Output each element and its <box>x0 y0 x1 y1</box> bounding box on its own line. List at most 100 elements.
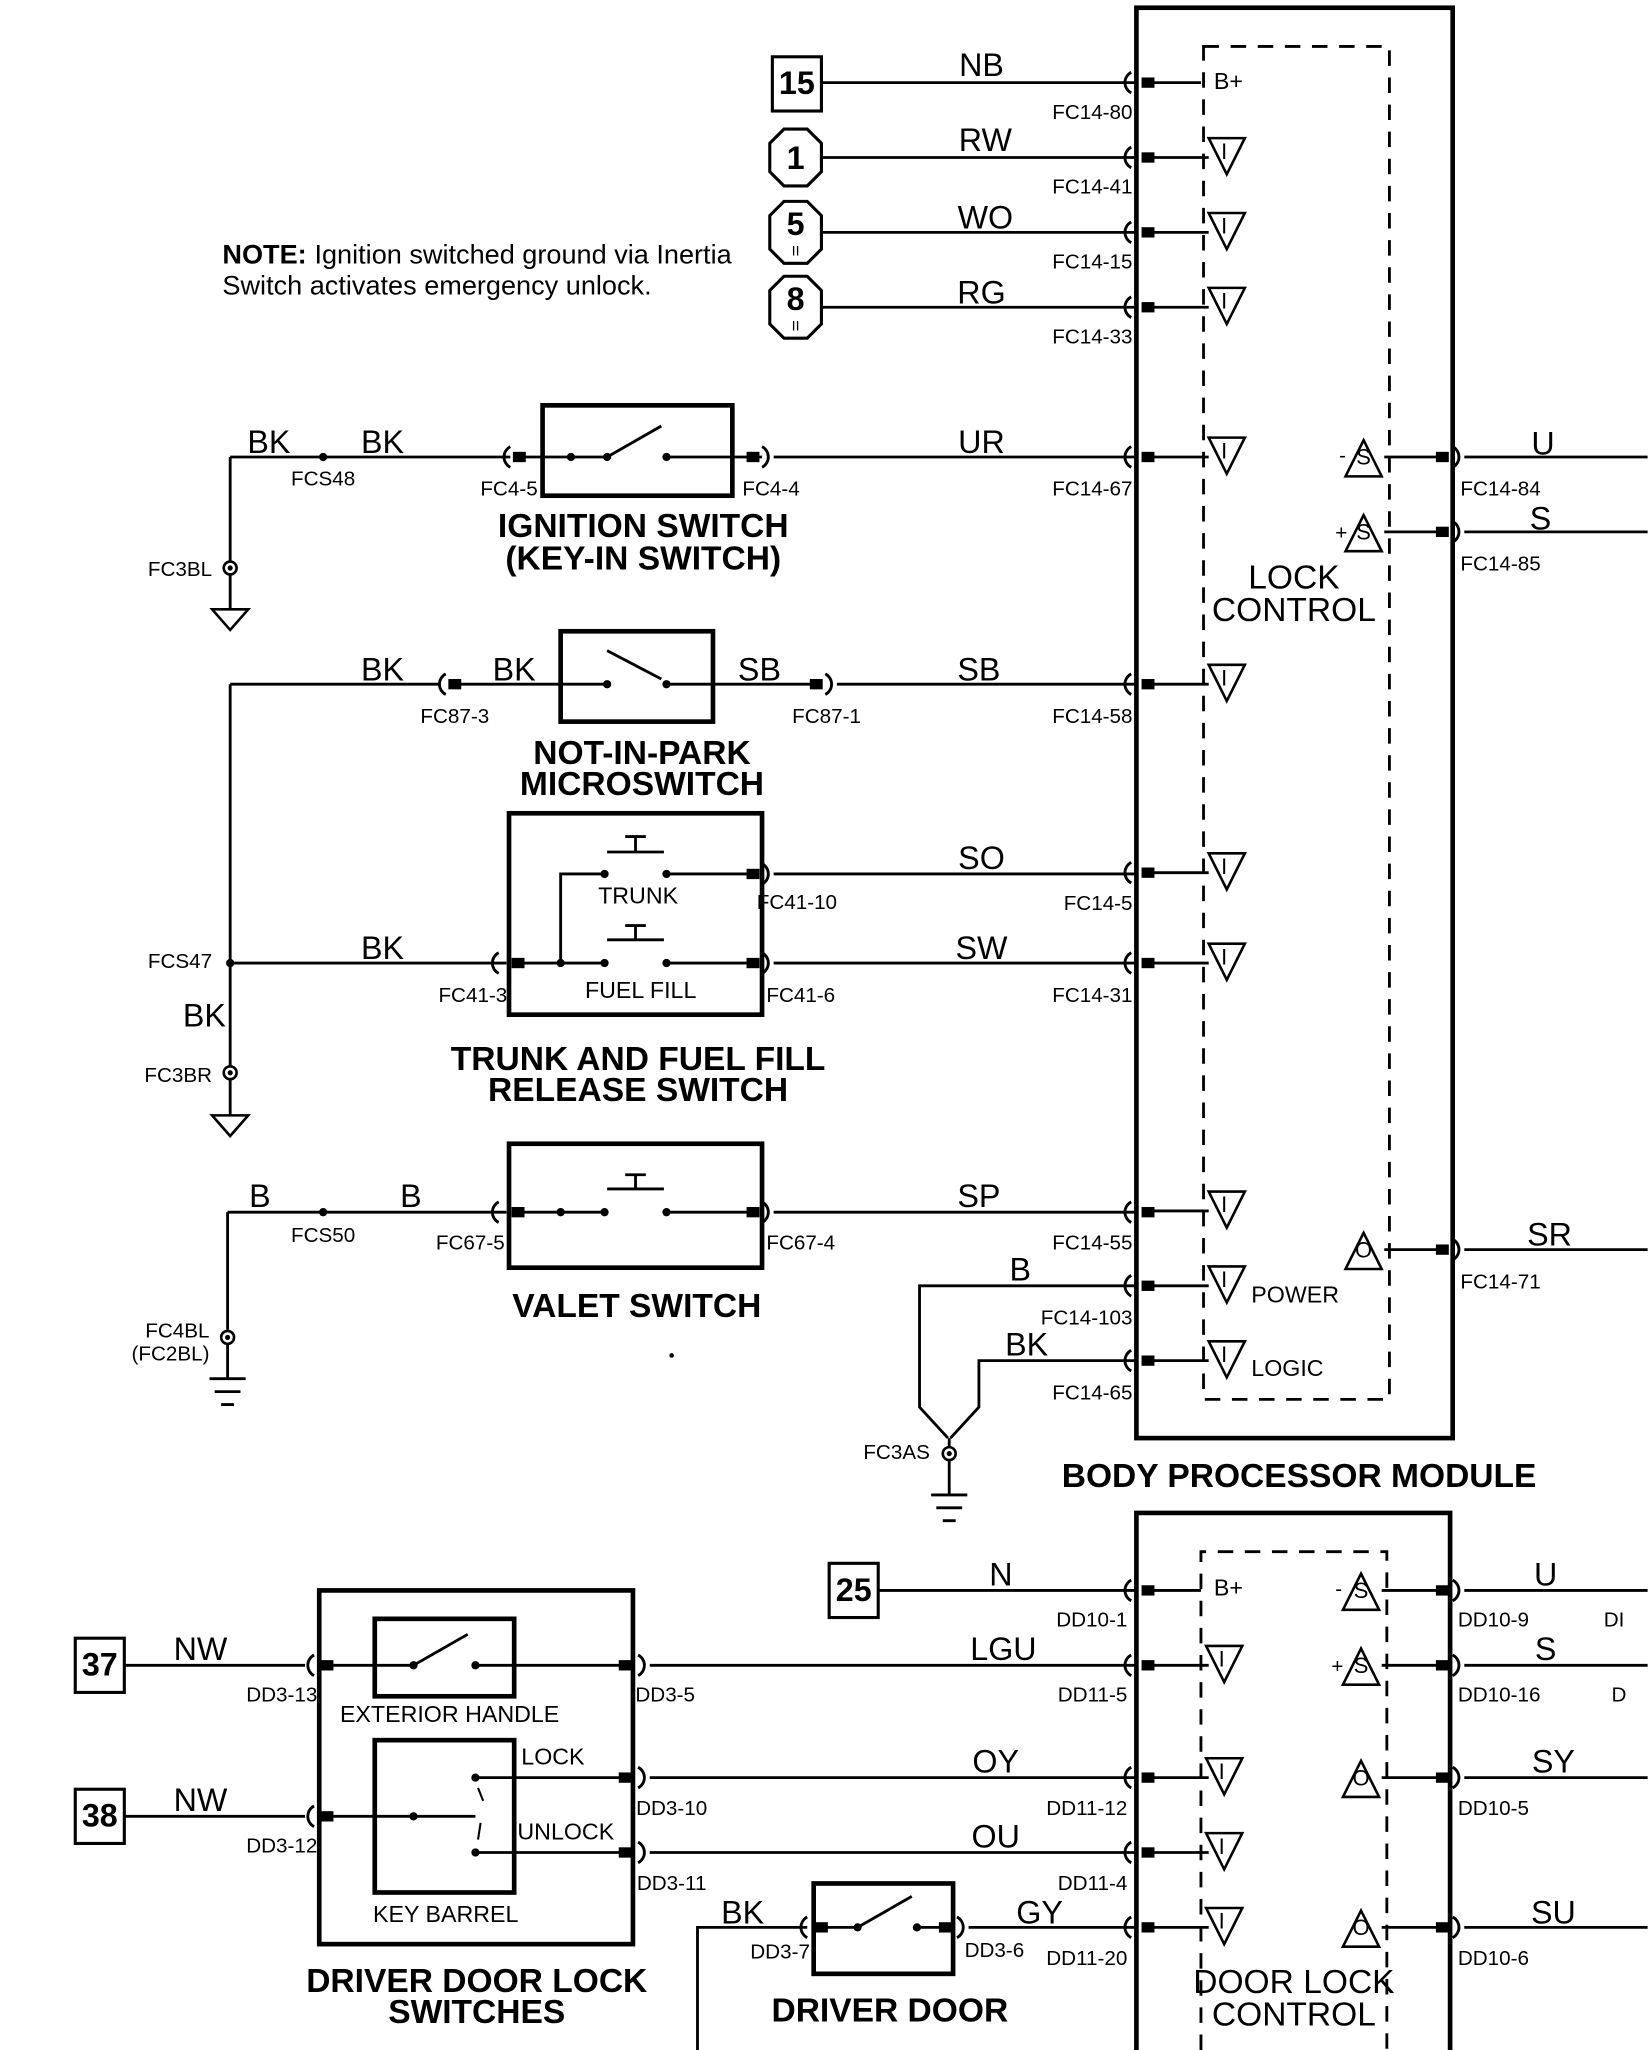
exterior-handle-label: EXTERIOR HANDLE <box>340 1701 559 1727</box>
wire-bk: BK <box>247 424 291 460</box>
bpm-internal-leads <box>1146 81 1209 1363</box>
ref-box-15 <box>770 55 823 113</box>
ref-37: 37 <box>82 1647 118 1683</box>
input-symbol: I <box>1219 1909 1225 1934</box>
ref-octagon-1 <box>768 127 823 188</box>
trunk-fuel-label-2: RELEASE SWITCH <box>488 1072 788 1109</box>
lock-control-boundary <box>1202 45 1391 1401</box>
pin-dd10-16: DD10-16 <box>1458 1683 1541 1706</box>
wire-u: U <box>1531 425 1554 461</box>
pin-fc41-10: FC41-10 <box>757 891 837 914</box>
ref-15: 15 <box>779 65 815 101</box>
pin-fc67-5: FC67-5 <box>436 1232 505 1255</box>
trunk-label: TRUNK <box>598 883 678 909</box>
pin-dd11-4: DD11-4 <box>1058 1872 1128 1895</box>
pin-cut-d: D <box>1611 1683 1626 1706</box>
wire-sw: SW <box>956 930 1009 966</box>
wire-ur: UR <box>958 424 1005 460</box>
ref-25: 25 <box>836 1572 872 1608</box>
pin-dd3-7: DD3-7 <box>750 1940 810 1963</box>
wire-sr: SR <box>1527 1217 1572 1253</box>
door-lock-control-label-2: CONTROL <box>1212 1996 1376 2033</box>
switched-output-symbol: S <box>1356 520 1371 545</box>
input-symbol: I <box>1219 1647 1225 1672</box>
pin-dd10-5: DD10-5 <box>1458 1797 1529 1820</box>
ignition-switch-label-1: IGNITION SWITCH <box>498 508 789 545</box>
wire-wo: WO <box>958 199 1014 235</box>
roman-ii: II <box>792 318 800 334</box>
wire-ou: OU <box>971 1818 1019 1854</box>
bpm-pins: U S SR FC14-84 FC14-85 FC14-71 <box>1123 71 1648 1373</box>
power-logic-ground: B BK FC14-103 FC14-65 FC3AS <box>863 1252 1137 1523</box>
bpm-title: BODY PROCESSOR MODULE <box>1062 1458 1537 1495</box>
pin-cut-di: DI <box>1604 1609 1625 1632</box>
wire-so: SO <box>958 840 1005 876</box>
pin-dd11-5: DD11-5 <box>1058 1683 1128 1706</box>
wire-b: B <box>249 1178 271 1214</box>
wire-bk: BK <box>361 651 405 687</box>
pin-fc4-4: FC4-4 <box>742 478 799 501</box>
wire-bk: BK <box>361 424 405 460</box>
exterior-handle-box <box>372 1616 517 1699</box>
pin-dd3-10: DD3-10 <box>636 1797 707 1820</box>
pin-dd3-5: DD3-5 <box>635 1683 695 1706</box>
bpm-outline <box>1134 5 1456 1441</box>
input-symbol: I <box>1219 1759 1225 1784</box>
wire-rg: RG <box>957 274 1005 310</box>
pin-fc14-5: FC14-5 <box>1064 892 1133 915</box>
pin-dd11-12: DD11-12 <box>1046 1797 1127 1820</box>
wire-nw: NW <box>174 1631 228 1667</box>
ref-box-37 <box>73 1636 126 1694</box>
pin-dd10-1: DD10-1 <box>1056 1609 1127 1632</box>
driver-door-lock-switches: 37 NW DD3-13 38 NW DD3-12 EXTERIOR HANDL… <box>73 1588 1137 2031</box>
pin-fc14-71: FC14-71 <box>1460 1270 1540 1293</box>
pin-fc3as: FC3AS <box>863 1441 930 1464</box>
output-symbol: O <box>1355 1237 1372 1262</box>
ignition-switch-box <box>540 403 735 499</box>
output-symbol: O <box>1352 1915 1369 1940</box>
ref-octagon-5 <box>768 199 823 265</box>
pin-fc2bl: (FC2BL) <box>132 1343 210 1366</box>
not-in-park-label-2: MICROSWITCH <box>520 766 764 803</box>
input-symbol: I <box>1221 214 1227 239</box>
pin-dd11-20: DD11-20 <box>1046 1947 1127 1970</box>
pin-fc14-80: FC14-80 <box>1052 101 1132 124</box>
wire-b: B <box>1009 1252 1031 1288</box>
input-symbol: I <box>1221 944 1227 969</box>
pin-fc14-31: FC14-31 <box>1052 984 1132 1007</box>
pin-fc14-33: FC14-33 <box>1052 325 1132 348</box>
wire-b: B <box>400 1178 422 1214</box>
wire-sb: SB <box>738 651 781 687</box>
fuel-fill-label: FUEL FILL <box>585 977 696 1003</box>
pin-fc3br: FC3BR <box>144 1064 212 1087</box>
trunk-fuel-circuit: FCS47 BK BK FC3BR FC41-3 TRUNK FUEL FILL… <box>144 810 1137 1138</box>
door-lock-control-boundary <box>1199 1550 1389 2050</box>
wire-s: S <box>1535 1631 1557 1667</box>
pin-fc41-3: FC41-3 <box>438 984 507 1007</box>
input-symbol: I <box>1221 438 1227 463</box>
pin-dd3-13: DD3-13 <box>246 1683 317 1706</box>
roman-ii: II <box>792 244 800 260</box>
input-symbol: I <box>1221 1267 1227 1292</box>
wire-lgu: LGU <box>970 1631 1036 1667</box>
unlock-label: UNLOCK <box>517 1819 614 1845</box>
pin-fc14-85: FC14-85 <box>1460 553 1540 576</box>
input-symbol: I <box>1221 1342 1227 1367</box>
pin-dd3-6: DD3-6 <box>965 1939 1025 1962</box>
input-symbol: I <box>1221 1192 1227 1217</box>
wire-s: S <box>1530 500 1552 536</box>
pin-fc14-67: FC14-67 <box>1052 478 1132 501</box>
not-in-park-box <box>558 628 716 724</box>
driver-door-label: DRIVER DOOR <box>771 1993 1008 2030</box>
pin-fc14-55: FC14-55 <box>1052 1232 1132 1255</box>
lock-control-label-1: LOCK <box>1248 560 1339 597</box>
wire-sp: SP <box>957 1178 1000 1214</box>
ref-box-25 <box>827 1561 880 1620</box>
minus-sign: - <box>1339 444 1346 467</box>
ignition-switch-label-2: (KEY-IN SWITCH) <box>505 540 781 577</box>
pin-dd10-9: DD10-9 <box>1458 1609 1529 1632</box>
input-symbol: I <box>1219 1834 1225 1859</box>
bpm-input-symbols: I I I I I I I I I I <box>1207 136 1247 1379</box>
trunk-fuel-label-1: TRUNK AND FUEL FILL <box>451 1041 826 1078</box>
